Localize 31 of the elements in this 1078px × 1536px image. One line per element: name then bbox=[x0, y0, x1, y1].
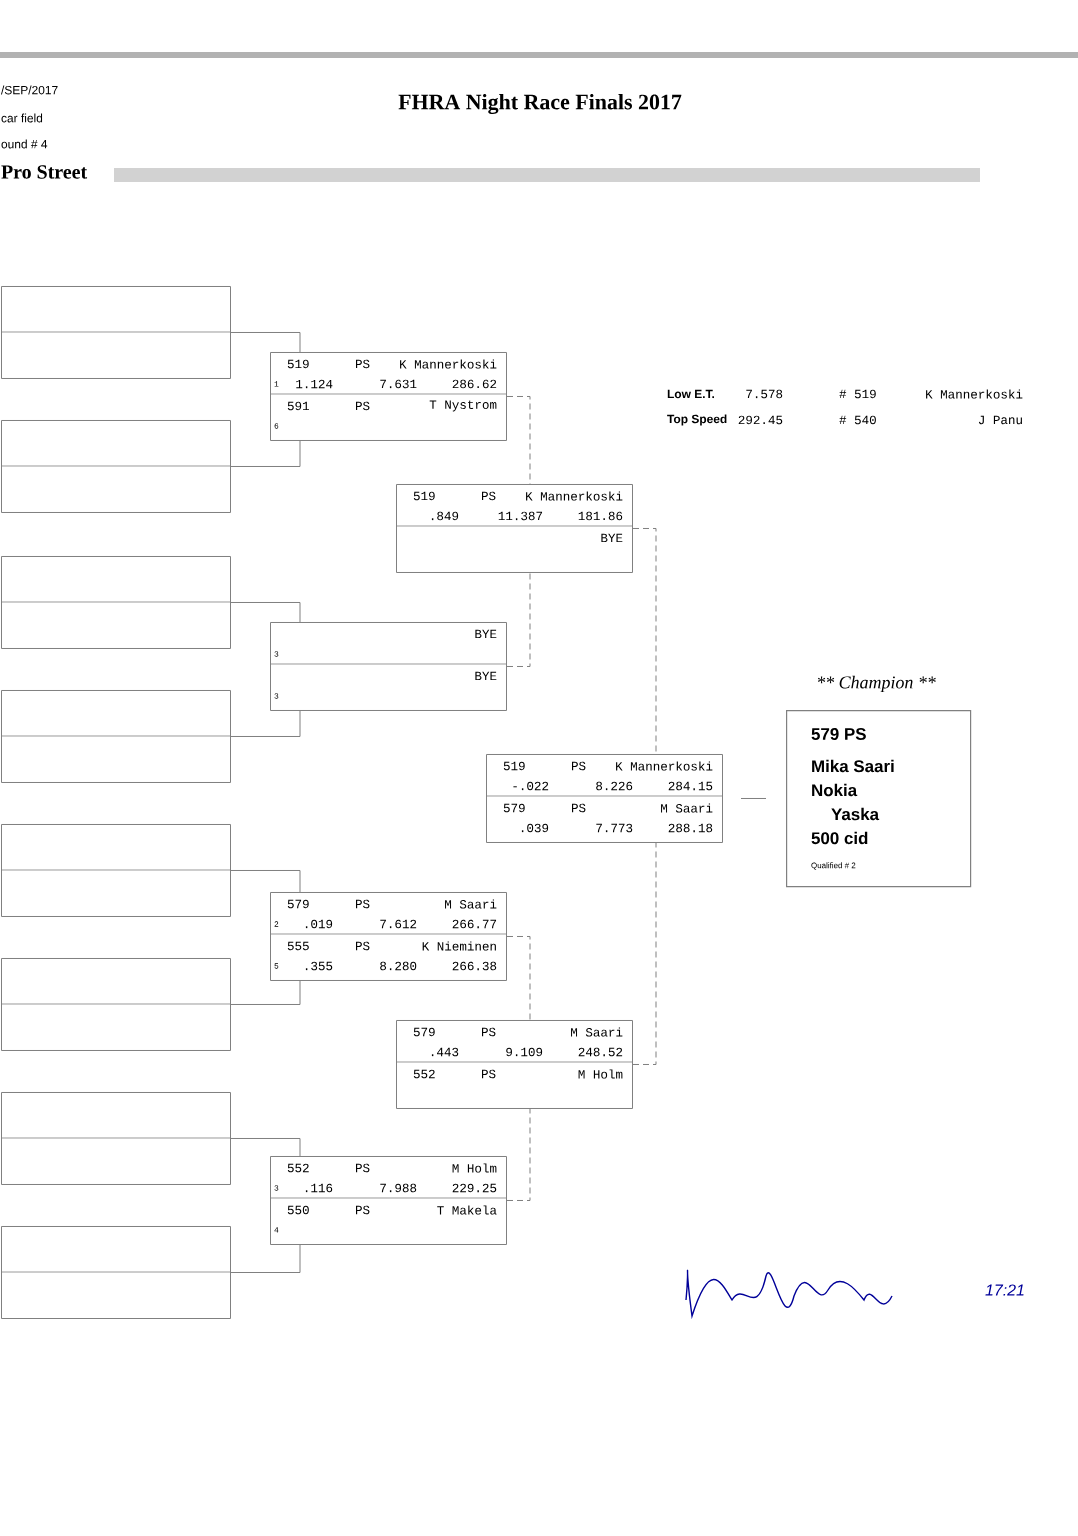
connector-line bbox=[230, 980, 301, 1005]
title: FHRA Night Race Finals 2017 bbox=[398, 94, 682, 114]
bracket-slot bbox=[0, 690, 231, 783]
car-number: 579 PS bbox=[811, 728, 866, 740]
bracket-slot bbox=[0, 824, 231, 917]
bracket-line bbox=[506, 1108, 531, 1201]
connector-line bbox=[230, 332, 301, 353]
connector-line bbox=[740, 798, 767, 799]
connector-line bbox=[230, 870, 301, 893]
bracket-line bbox=[506, 936, 531, 1021]
connector-line bbox=[230, 602, 301, 623]
bracket-slot bbox=[0, 1092, 231, 1185]
connector-line bbox=[230, 1244, 301, 1273]
bracket-slot bbox=[0, 1226, 231, 1319]
connector-line bbox=[230, 440, 301, 467]
bracket-line bbox=[506, 572, 531, 667]
bracket-slot bbox=[0, 556, 231, 649]
bracket-line bbox=[632, 842, 657, 1065]
driver-name: Mika Saari bbox=[812, 759, 894, 773]
bracket-line bbox=[506, 396, 531, 485]
champion-heading: ** Champion ** bbox=[817, 675, 936, 693]
bracket-slot bbox=[0, 286, 231, 379]
car-name: Yaska bbox=[831, 807, 880, 821]
connector-line bbox=[230, 710, 301, 737]
engine-size: 500 cid bbox=[811, 831, 868, 845]
bracket-slot bbox=[0, 420, 231, 513]
bracket-line bbox=[632, 528, 657, 755]
class-heading: Pro Street bbox=[1, 165, 88, 179]
bracket-slot bbox=[0, 958, 231, 1051]
connector-line bbox=[230, 1138, 301, 1157]
hometown: Nokia bbox=[812, 783, 858, 797]
